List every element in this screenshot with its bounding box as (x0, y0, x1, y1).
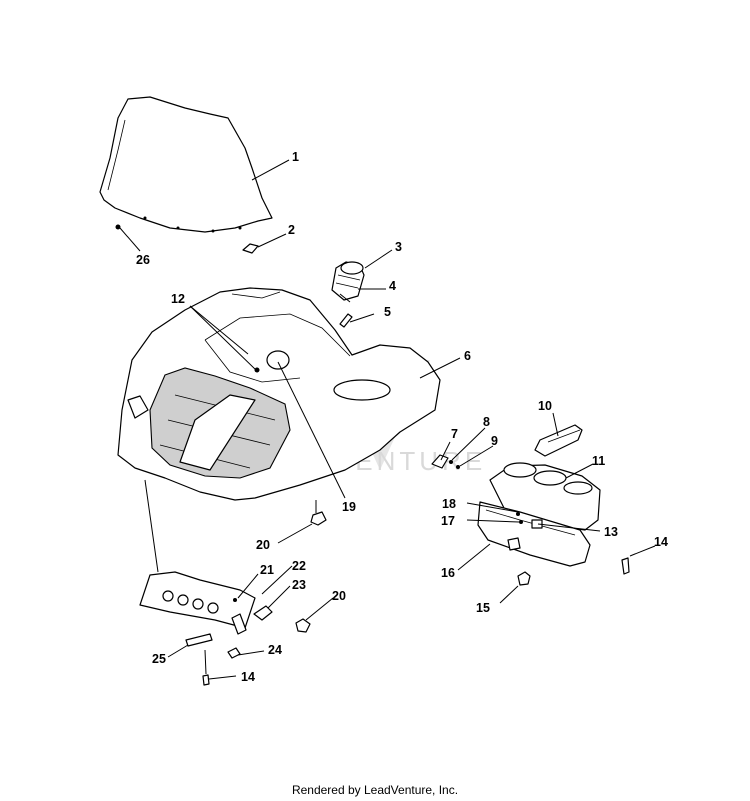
grommet-20b (295, 618, 311, 633)
callout-14a: 14 (654, 535, 668, 549)
callout-20b: 20 (332, 589, 346, 603)
screw-17 (516, 512, 520, 516)
callout-6: 6 (464, 349, 471, 363)
callout-25: 25 (152, 652, 166, 666)
callout-7: 7 (451, 427, 458, 441)
screw-14b (202, 674, 210, 686)
callout-16: 16 (441, 566, 455, 580)
windshield (99, 96, 273, 233)
footer-credit: Rendered by LeadVenture, Inc. (291, 783, 459, 797)
mount-plate (139, 571, 256, 635)
nut-22 (233, 598, 237, 602)
grommet-15 (517, 571, 531, 586)
callout-17: 17 (441, 514, 455, 528)
screw-14a (621, 557, 630, 575)
callout-9: 9 (491, 434, 498, 448)
grommet-18 (519, 520, 523, 524)
callout-22: 22 (292, 559, 306, 573)
screw-8 (449, 460, 453, 464)
callout-11: 11 (592, 454, 605, 468)
bracket-7 (431, 454, 449, 469)
leader-lines (119, 159, 656, 680)
gauge (331, 261, 365, 301)
bulb (534, 424, 583, 457)
callout-3: 3 (395, 240, 402, 254)
callout-1: 1 (292, 150, 299, 164)
callout-8: 8 (483, 415, 490, 429)
hood (117, 287, 441, 501)
callout-26: 26 (136, 253, 150, 267)
callout-18: 18 (442, 497, 456, 511)
callout-19: 19 (342, 500, 356, 514)
callout-14b: 14 (241, 670, 255, 684)
callout-20a: 20 (256, 538, 270, 552)
callout-24: 24 (268, 643, 282, 657)
bolt-25 (185, 633, 213, 647)
callout-15: 15 (476, 601, 490, 615)
grommet-20a (310, 511, 327, 526)
clip-23 (253, 605, 273, 621)
headlight-housing (477, 501, 591, 567)
callout-13: 13 (604, 525, 618, 539)
callout-10: 10 (538, 399, 552, 413)
callouts: 1 2 3 4 5 6 7 8 9 10 11 12 13 14 14 15 1… (136, 150, 668, 684)
callout-12: 12 (171, 292, 185, 306)
callout-21: 21 (260, 563, 274, 577)
gauge-bracket (339, 313, 353, 328)
callout-2: 2 (288, 223, 295, 237)
callout-4: 4 (389, 279, 396, 293)
callout-5: 5 (384, 305, 391, 319)
callout-23: 23 (292, 578, 306, 592)
pin-24 (227, 647, 241, 659)
nut-9 (456, 465, 460, 469)
windshield-clip (242, 243, 259, 254)
